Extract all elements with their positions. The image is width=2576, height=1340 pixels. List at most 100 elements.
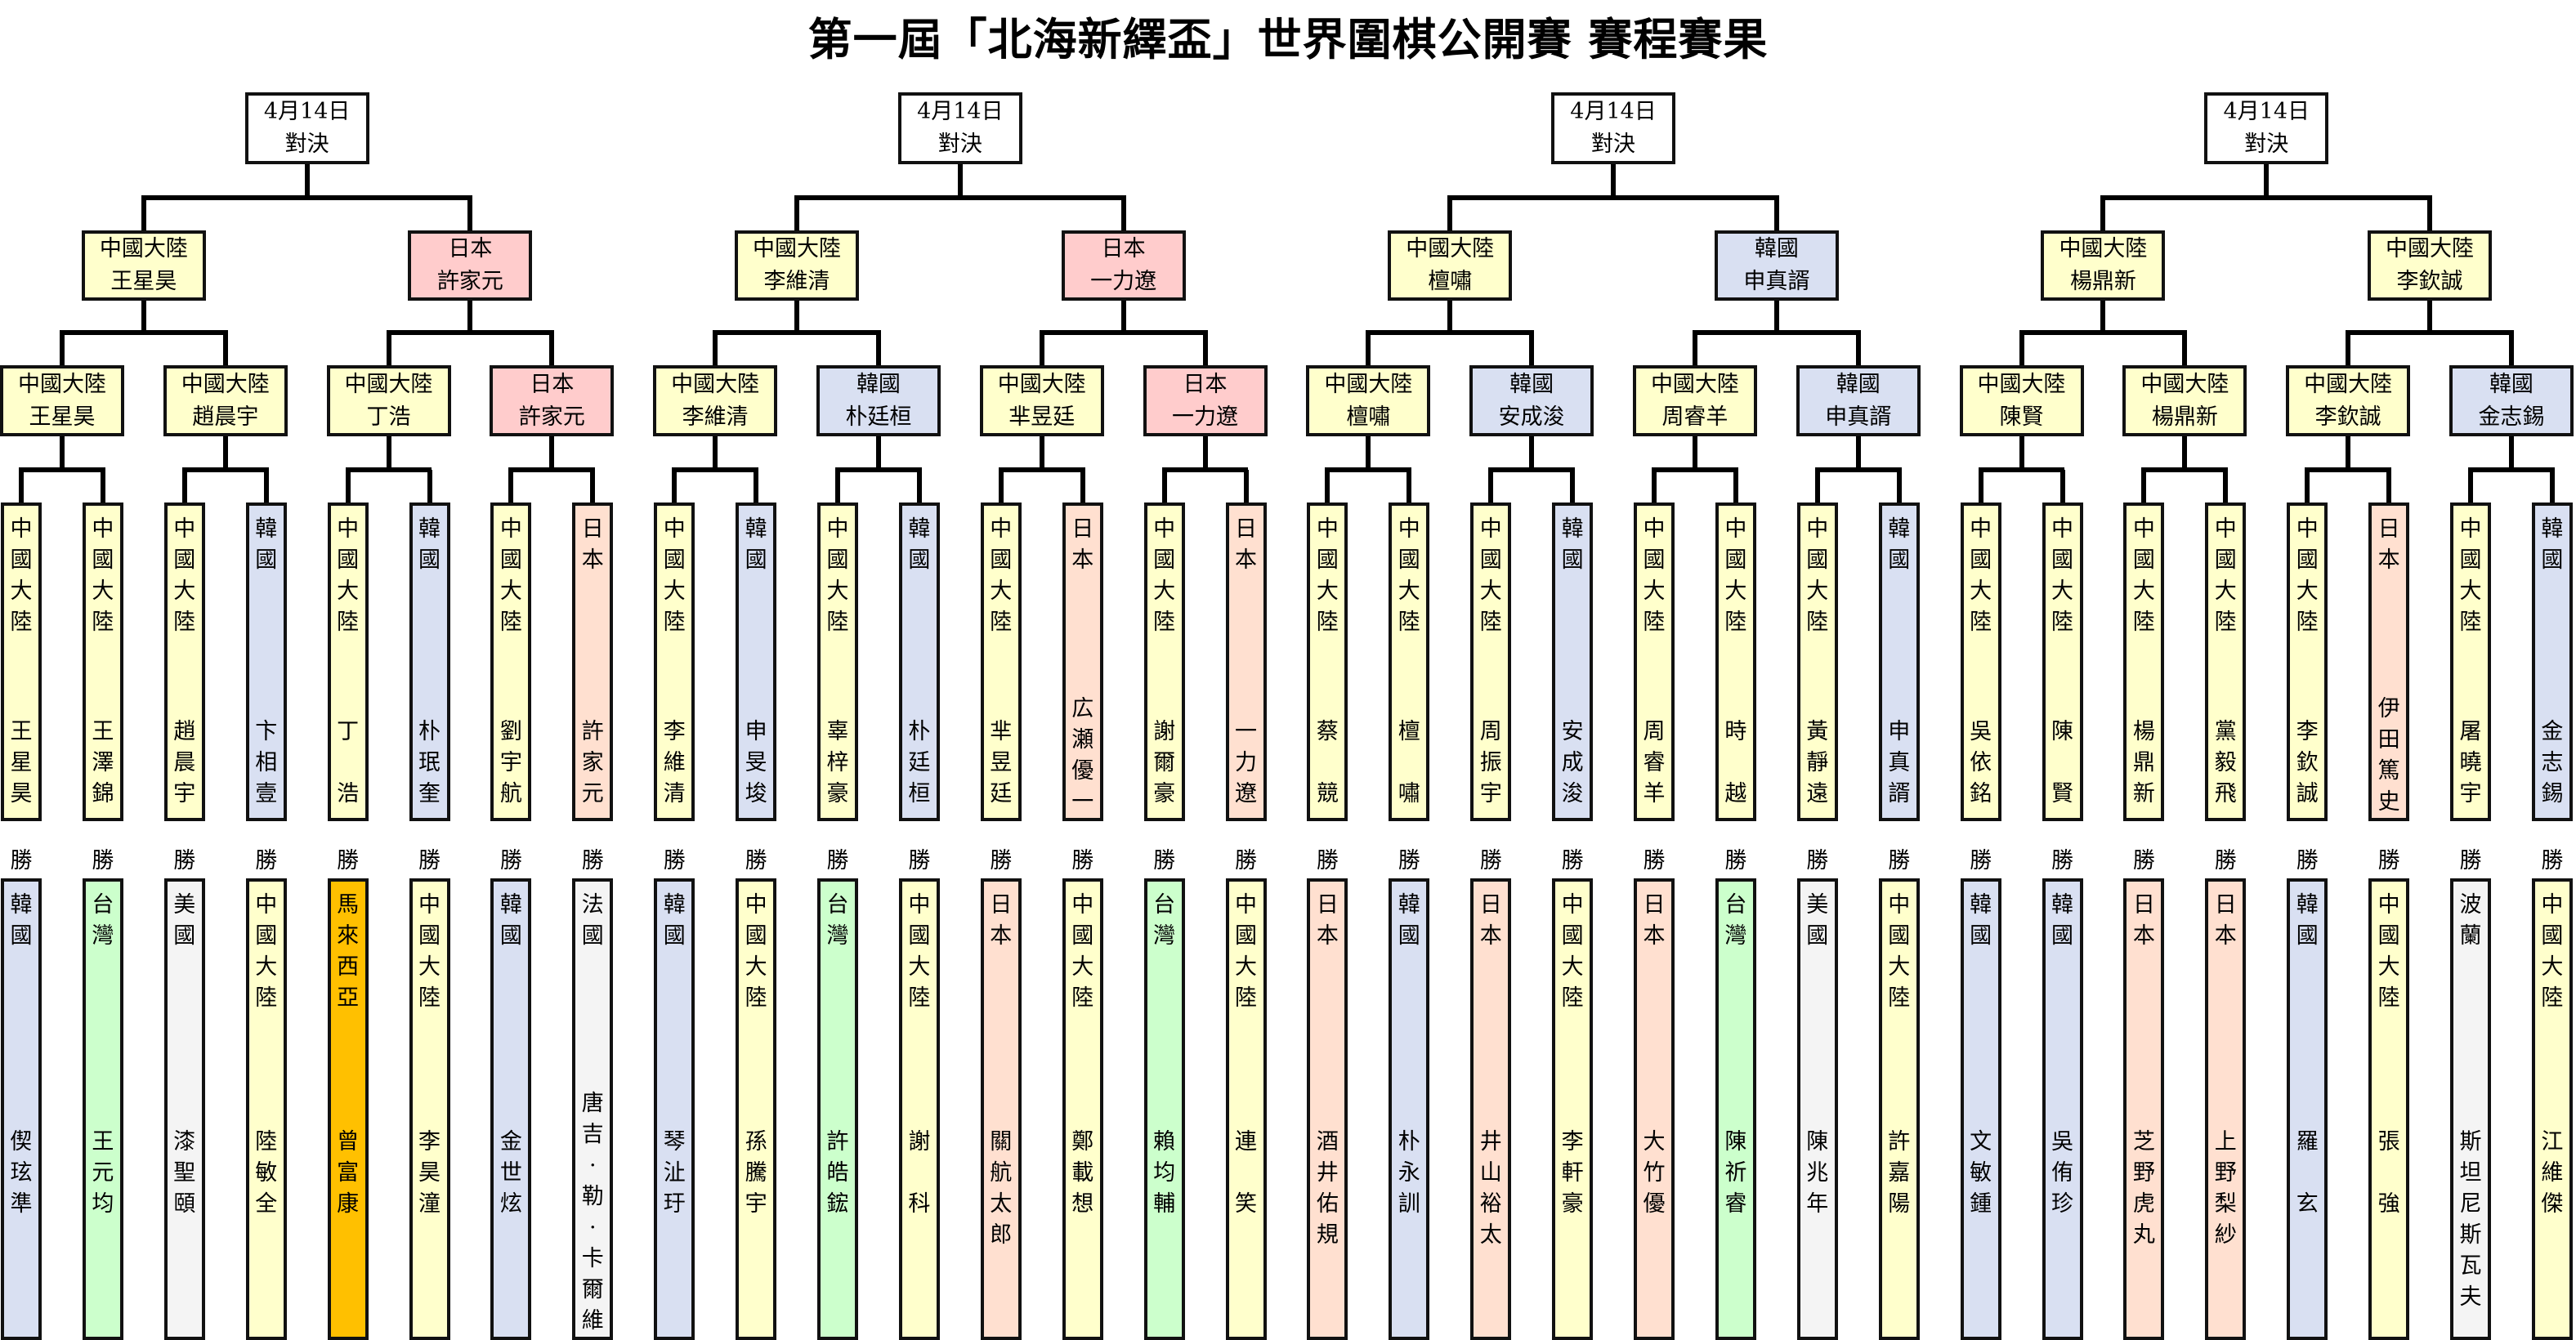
round2-player-box: 日本許家元 <box>572 502 614 821</box>
connector-line <box>59 333 65 365</box>
quarterfinal-player-box: 日本一力遼 <box>1143 365 1268 436</box>
player-name: 金志錫 <box>2541 719 2564 806</box>
final-match-box: 4月14日對決 <box>2204 92 2329 164</box>
round2-player-box: 韓國安成浚 <box>1552 502 1594 821</box>
player-name: 李欽誠 <box>2314 404 2381 430</box>
player-country: 韓國 <box>856 371 901 397</box>
win-label: 勝 <box>1479 848 1502 873</box>
quarterfinal-player-box: 中國大陸周睿羊 <box>1632 365 1757 436</box>
connector-line <box>2305 467 2392 472</box>
player-country: 中國大陸 <box>418 892 441 1011</box>
win-label: 勝 <box>2296 848 2319 873</box>
player-name: 蔡 競 <box>1316 719 1339 806</box>
player-name: 關航太郎 <box>990 1129 1013 1248</box>
player-name: 一力遼 <box>1172 404 1239 430</box>
player-name: 謝 科 <box>908 1129 931 1217</box>
connector-line <box>2427 198 2433 230</box>
connector-line <box>1202 333 1208 365</box>
match-label: 對決 <box>937 132 982 157</box>
quarterfinal-player-box: 中國大陸李維清 <box>653 365 778 436</box>
connector-line <box>1039 333 1044 365</box>
win-label: 勝 <box>1071 848 1094 873</box>
player-name: 趙晨宇 <box>192 404 259 430</box>
round1-player-box: 日本大竹優 <box>1634 878 1675 1340</box>
player-name: 申真諝 <box>1888 719 1911 806</box>
player-name: 曾富康 <box>337 1129 360 1217</box>
connector-line <box>181 470 187 502</box>
connector-line <box>508 467 596 472</box>
player-country: 韓國 <box>1398 892 1420 949</box>
player-country: 台灣 <box>1724 892 1747 949</box>
connector-line <box>2305 470 2310 502</box>
player-name: 井山裕太 <box>1479 1129 1502 1248</box>
round2-player-box: 中國大陸屠曉宇 <box>2450 502 2491 821</box>
player-country: 韓國 <box>2489 371 2534 397</box>
player-country: 美國 <box>173 892 196 949</box>
connector-line <box>222 436 228 472</box>
quarterfinal-player-box: 韓國安成浚 <box>1469 365 1594 436</box>
player-name: 鄭載想 <box>1071 1129 1094 1217</box>
win-label: 勝 <box>2377 848 2400 873</box>
player-country: 中國大陸 <box>1406 236 1495 261</box>
connector-line <box>2141 470 2147 502</box>
player-name: 李軒豪 <box>1561 1129 1584 1217</box>
player-name: 王星昊 <box>29 404 96 430</box>
round1-player-box: 台灣王元均 <box>82 878 123 1340</box>
player-country: 韓國 <box>1888 516 1911 573</box>
player-country: 中國大陸 <box>753 236 842 261</box>
player-name: 劉宇航 <box>499 719 522 806</box>
connector-line <box>2386 470 2392 502</box>
player-name: 卞相壹 <box>255 719 278 806</box>
connector-line <box>1161 467 1249 472</box>
match-date: 4月14日 <box>1570 99 1657 124</box>
player-country: 中國大陸 <box>173 516 196 635</box>
player-country: 韓國 <box>2296 892 2319 949</box>
semifinal-player-box: 中國大陸李維清 <box>735 230 860 301</box>
connector-line <box>2468 470 2473 502</box>
semifinal-player-box: 日本許家元 <box>408 230 533 301</box>
connector-line <box>672 470 678 502</box>
player-name: 丁浩 <box>366 404 411 430</box>
player-country: 韓國 <box>418 516 441 573</box>
connector-line <box>1652 470 1657 502</box>
player-country: 日本 <box>990 892 1013 949</box>
player-country: 中國大陸 <box>1724 516 1747 635</box>
player-name: 張 強 <box>2377 1129 2400 1217</box>
win-label: 勝 <box>1643 848 1666 873</box>
win-label: 勝 <box>663 848 686 873</box>
player-name: 時 越 <box>1724 719 1747 806</box>
round2-player-box: 日本伊田篤史 <box>2368 502 2410 821</box>
connector-line <box>1529 436 1535 472</box>
player-country: 中國大陸 <box>1398 516 1420 635</box>
connector-line <box>2346 436 2351 472</box>
player-country: 日本 <box>1071 516 1094 573</box>
connector-line <box>19 470 24 502</box>
player-name: 芝野虎丸 <box>2132 1129 2155 1248</box>
quarterfinal-player-box: 中國大陸王星昊 <box>0 365 124 436</box>
quarterfinal-player-box: 中國大陸楊鼎新 <box>2122 365 2247 436</box>
connector-line <box>1120 198 1126 230</box>
win-label: 勝 <box>2459 848 2482 873</box>
win-label: 勝 <box>581 848 604 873</box>
player-name: 周睿羊 <box>1661 404 1729 430</box>
round2-player-box: 中國大陸吳依銘 <box>1960 502 2001 821</box>
connector-line <box>386 330 555 335</box>
round2-player-box: 日本広瀬優一 <box>1062 502 1103 821</box>
player-name: 許家元 <box>436 269 503 294</box>
match-date: 4月14日 <box>263 99 351 124</box>
player-name: 陸敏全 <box>255 1129 278 1217</box>
round2-player-box: 韓國朴珉奎 <box>409 502 450 821</box>
round1-player-box: 日本關航太郎 <box>980 878 1022 1340</box>
connector-line <box>1855 436 1861 472</box>
connector-line <box>467 301 473 335</box>
player-country: 中國大陸 <box>2541 892 2564 1011</box>
connector-line <box>2182 436 2188 472</box>
player-name: 芈昱廷 <box>1008 404 1076 430</box>
player-name: 広瀬優一 <box>1071 696 1094 815</box>
player-country: 韓國 <box>2541 516 2564 573</box>
player-country: 中國大陸 <box>1071 892 1094 1011</box>
round2-player-box: 中國大陸黨毅飛 <box>2205 502 2247 821</box>
win-label: 勝 <box>10 848 33 873</box>
connector-line <box>998 470 1004 502</box>
round2-player-box: 中國大陸趙晨宇 <box>163 502 205 821</box>
